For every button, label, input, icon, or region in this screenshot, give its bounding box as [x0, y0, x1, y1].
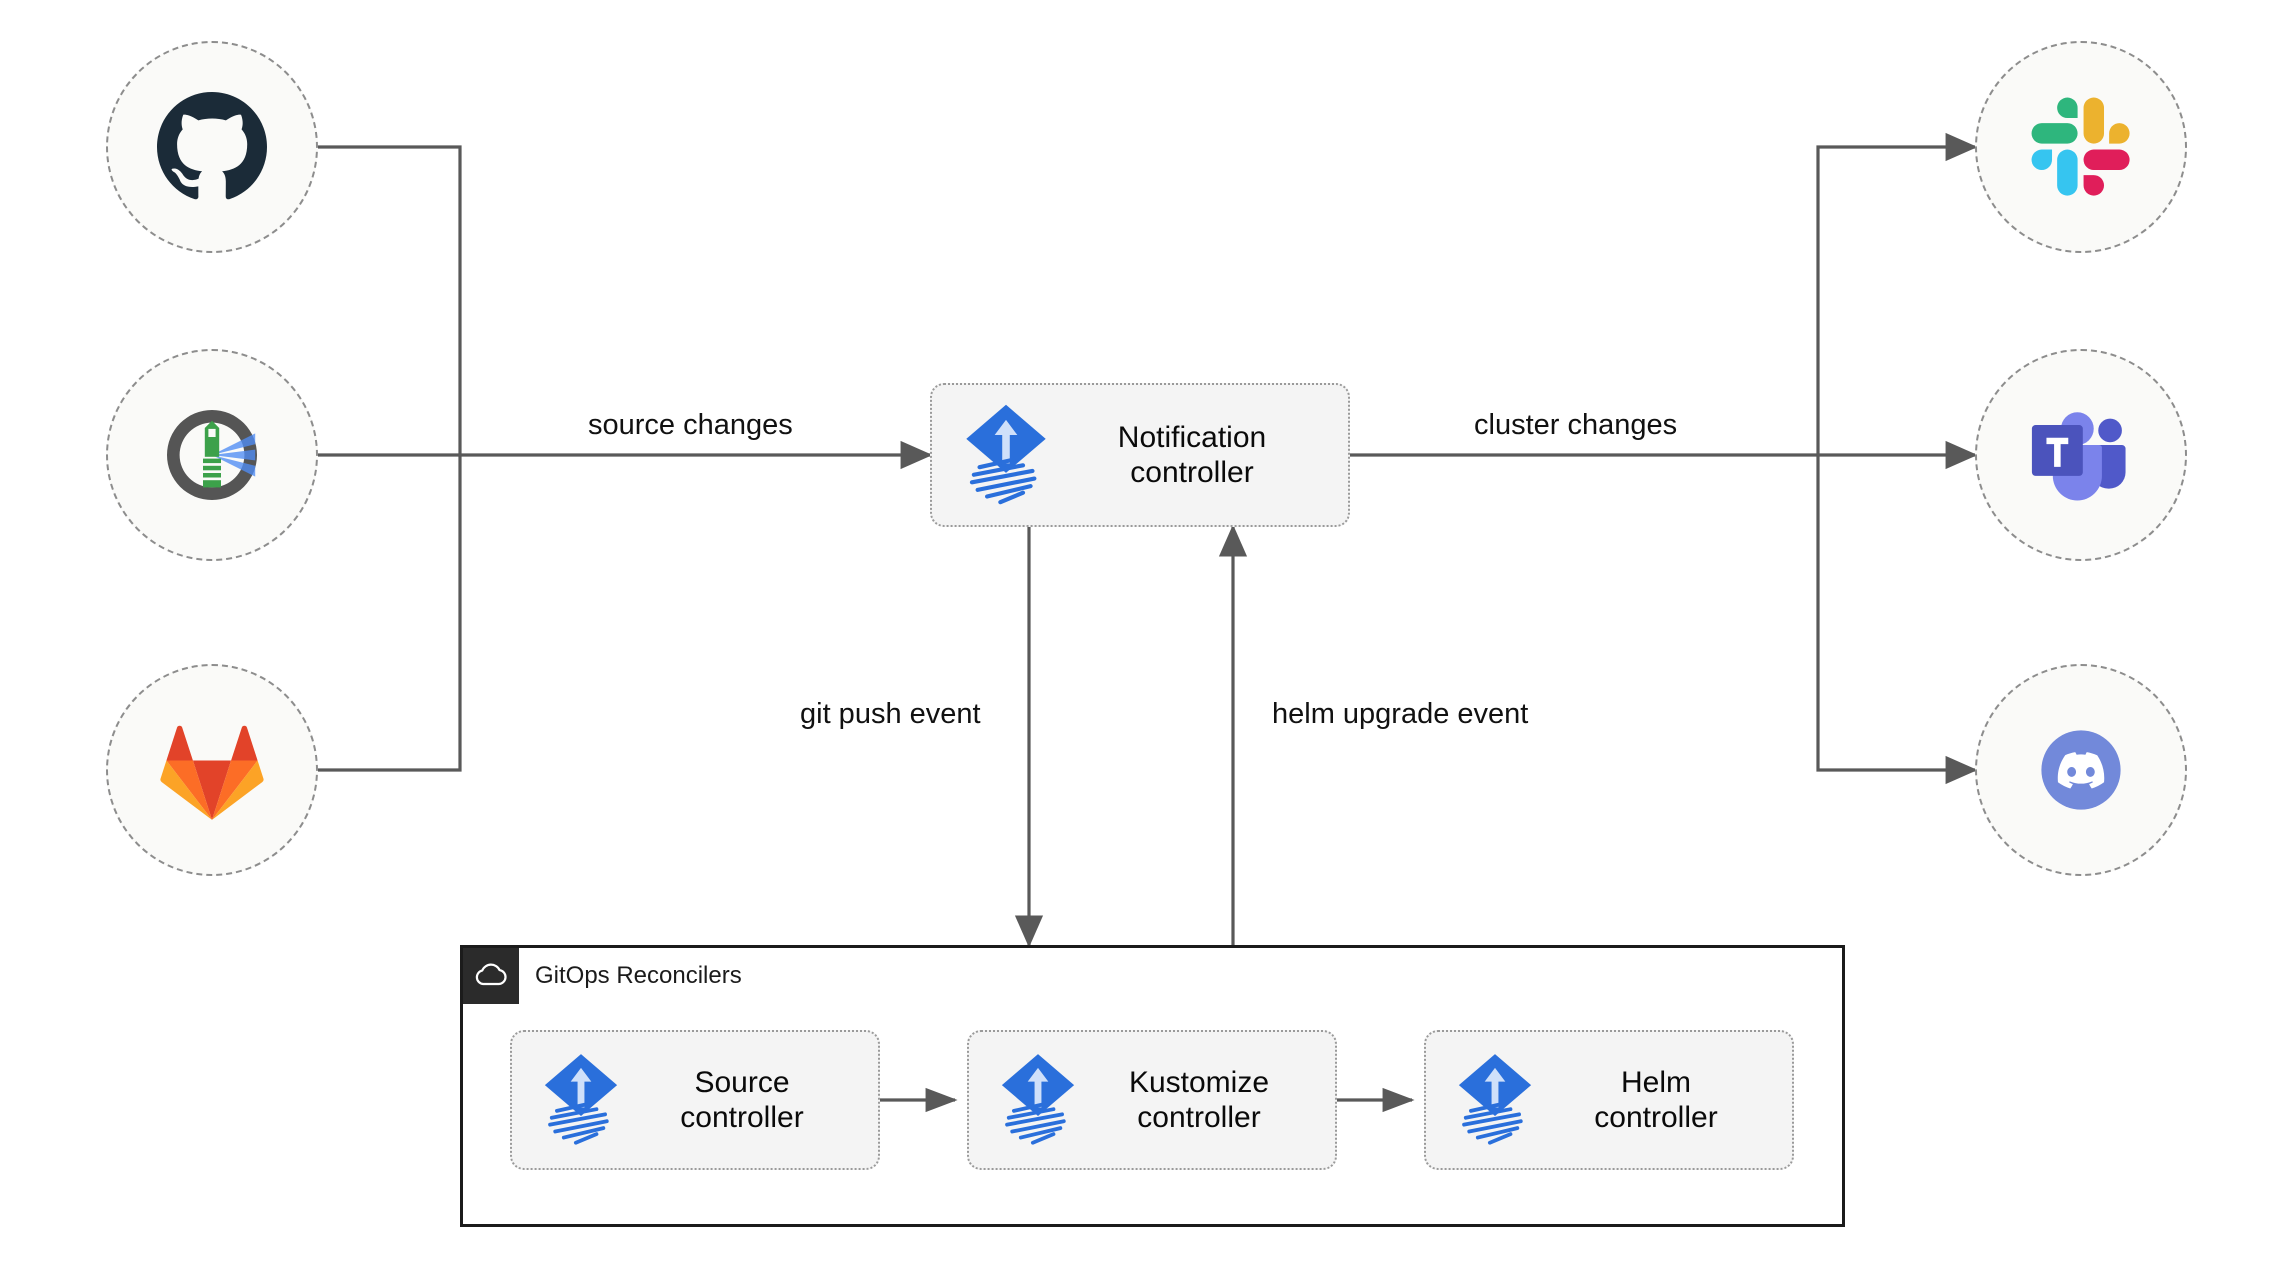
kustomize-controller-node[interactable]: Kustomize controller [967, 1030, 1337, 1170]
helm-controller-label: Helm controller [1594, 1065, 1718, 1134]
edge-label-source-changes: source changes [578, 409, 803, 442]
flux-logo-icon [958, 401, 1054, 510]
notification-controller-node[interactable]: Notification controller [930, 383, 1350, 527]
source-controller-node[interactable]: Source controller [510, 1030, 880, 1170]
provider-node-discord[interactable] [1975, 664, 2187, 876]
notification-controller-label: Notification controller [1117, 420, 1267, 489]
github-icon [157, 92, 267, 202]
wire-github-to-bus [318, 145, 462, 455]
wire-bus-to-discord [1816, 455, 1978, 785]
discord-icon [2027, 716, 2135, 824]
flux-logo-icon [538, 1050, 624, 1151]
flux-logo-icon [995, 1050, 1081, 1151]
source-node-flux-source[interactable] [106, 349, 318, 561]
provider-node-teams[interactable] [1975, 349, 2187, 561]
slack-icon [2029, 95, 2133, 199]
provider-node-slack[interactable] [1975, 41, 2187, 253]
edge-label-git-push-event: git push event [790, 698, 991, 731]
source-controller-label: Source controller [680, 1065, 804, 1134]
helm-controller-node[interactable]: Helm controller [1424, 1030, 1794, 1170]
wire-gitlab-to-bus [318, 455, 462, 772]
kustomize-controller-label: Kustomize controller [1128, 1065, 1270, 1134]
gitops-reconcilers-container: GitOps Reconcilers [460, 945, 1845, 1227]
cloud-icon [474, 961, 508, 992]
gitlab-icon [159, 720, 265, 820]
container-tab [463, 948, 519, 1004]
flux-lighthouse-icon [158, 401, 266, 509]
source-node-gitlab[interactable] [106, 664, 318, 876]
edge-label-cluster-changes: cluster changes [1464, 409, 1688, 442]
flux-logo-icon [1452, 1050, 1538, 1151]
edge-label-helm-upgrade-event: helm upgrade event [1262, 698, 1539, 731]
source-node-github[interactable] [106, 41, 318, 253]
microsoft-teams-icon [2026, 405, 2136, 505]
wire-bus-to-slack [1816, 132, 1978, 455]
container-title: GitOps Reconcilers [535, 962, 742, 989]
